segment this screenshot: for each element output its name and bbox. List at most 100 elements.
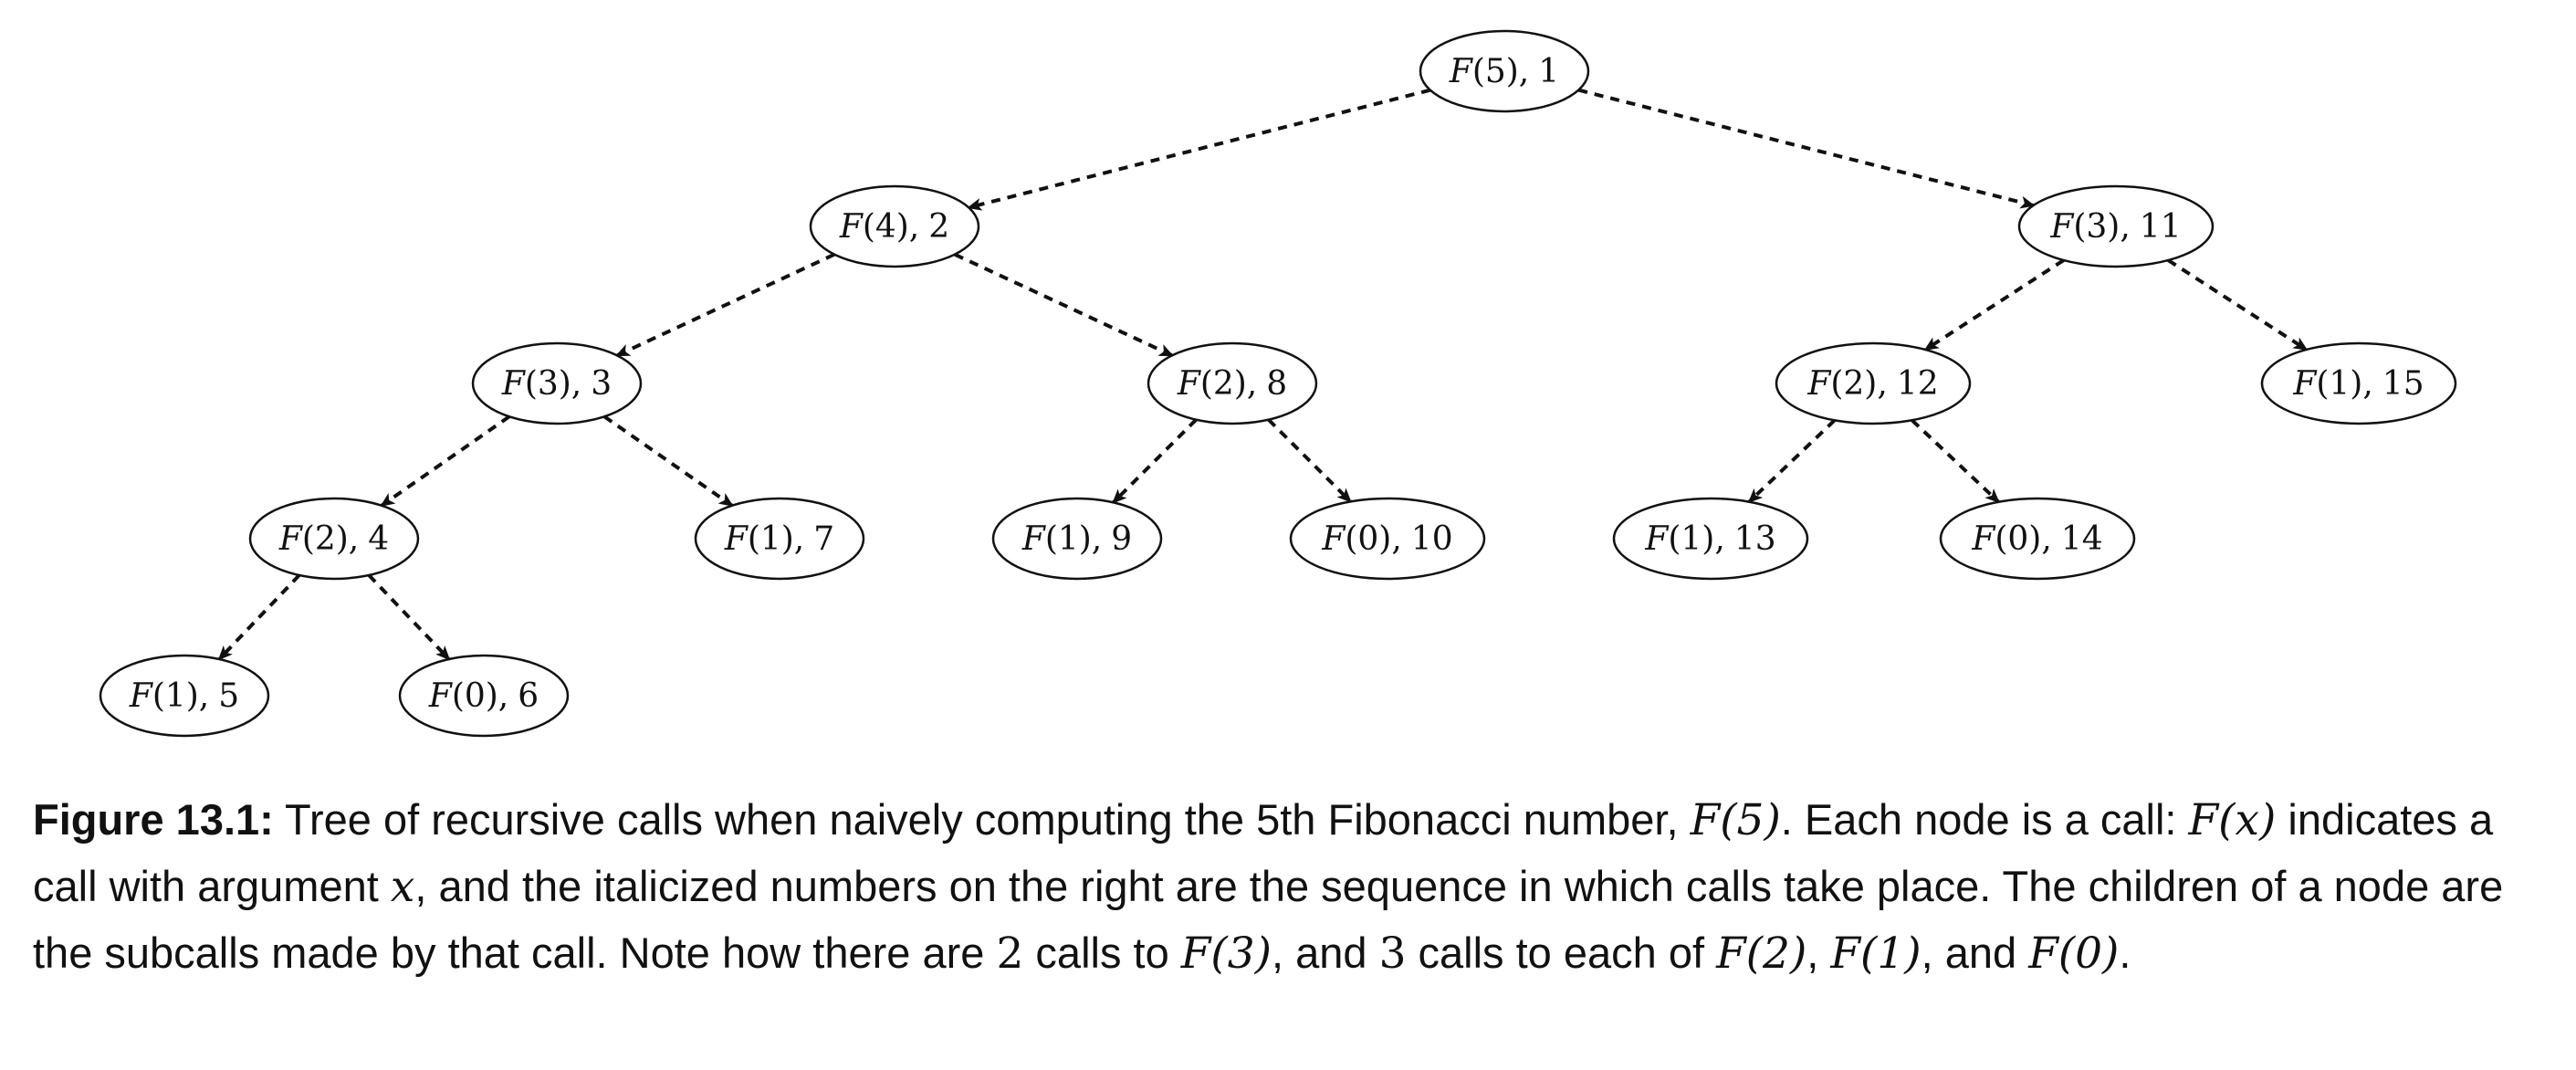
- tree-edge-n4-n6: [367, 573, 451, 661]
- node-ellipse: [809, 184, 980, 268]
- node-argument: (0),: [1345, 520, 1401, 558]
- node-call-order: 2: [928, 208, 949, 246]
- node-argument: (1),: [152, 677, 209, 715]
- node-ellipse: [694, 497, 865, 581]
- tree-node: F(2), 12: [1775, 341, 1972, 425]
- caption-math: 2: [996, 928, 1024, 979]
- tree-node: F(4),2: [809, 184, 980, 268]
- node-call-order: 14: [2061, 520, 2103, 558]
- caption-text: .: [2119, 928, 2131, 977]
- node-function-name: F: [1449, 53, 1474, 90]
- node-call-order: 3: [591, 365, 612, 403]
- tree-edge-n2-n3: [615, 252, 835, 358]
- node-label: F(3),3: [501, 365, 612, 403]
- node-argument: (3),: [525, 365, 581, 403]
- node-call-order: 8: [1266, 365, 1287, 403]
- tree-node: F(1),9: [991, 497, 1163, 581]
- caption-math: F(2): [1716, 928, 1807, 979]
- tree-edge-n4-n5: [217, 573, 301, 661]
- node-ellipse: [991, 497, 1163, 581]
- node-function-name: F: [1806, 365, 1832, 403]
- tree-node: F(3),3: [471, 341, 643, 425]
- tree-edge-n11-n15: [2167, 258, 2309, 351]
- node-ellipse: [2017, 184, 2215, 268]
- node-call-order: 4: [368, 520, 389, 558]
- node-function-name: F: [278, 520, 304, 558]
- node-call-order: 15: [2382, 365, 2424, 403]
- tree-edge-n11-n12: [1923, 258, 2065, 351]
- node-ellipse: [1775, 341, 1972, 425]
- caption-math: 3: [1378, 928, 1407, 979]
- node-function-name: F: [428, 677, 454, 715]
- tree-edge-n3-n7: [602, 414, 734, 508]
- node-call-order: 10: [1411, 520, 1453, 558]
- tree-node: F(3),11: [2017, 184, 2215, 268]
- node-call-order: 11: [2140, 208, 2182, 246]
- node-ellipse: [248, 497, 420, 581]
- node-function-name: F: [839, 208, 864, 246]
- node-call-order: 5: [218, 677, 239, 715]
- node-argument: (4),: [863, 208, 919, 246]
- caption-text: calls to: [1023, 928, 1181, 977]
- tree-edge-n8-n9: [1112, 418, 1198, 504]
- node-label: F(0), 10: [1321, 520, 1452, 558]
- node-label: F(2),4: [278, 520, 389, 558]
- node-argument: (1),: [2316, 365, 2372, 403]
- node-label: F(0),14: [1971, 520, 2102, 558]
- node-label: F(5),1: [1449, 53, 1559, 90]
- node-function-name: F: [2292, 365, 2318, 403]
- tree-node: F(2),4: [248, 497, 420, 581]
- node-call-order: 7: [813, 520, 834, 558]
- node-label: F(1),9: [1021, 520, 1132, 558]
- node-label: F(3),11: [2049, 208, 2181, 246]
- tree-edge-n3-n4: [380, 414, 511, 508]
- node-function-name: F: [129, 677, 154, 715]
- node-label: F(0), 6: [428, 677, 539, 715]
- tree-node: F(0),14: [1939, 497, 2136, 581]
- node-ellipse: [2260, 341, 2457, 425]
- node-argument: (1),: [1668, 520, 1724, 558]
- node-ellipse: [1612, 497, 1809, 581]
- node-label: F(1),5: [129, 677, 239, 715]
- tree-node: F(2),8: [1147, 341, 1318, 425]
- node-call-order: 9: [1111, 520, 1132, 558]
- caption-figure-number: Figure 13.1:: [33, 795, 274, 844]
- tree-edge-n1-n11: [1577, 88, 2036, 209]
- caption-math: F(1): [1830, 928, 1922, 979]
- node-ellipse: [1289, 497, 1486, 581]
- caption-math: F(0): [2028, 928, 2120, 979]
- node-argument: (2),: [302, 520, 359, 558]
- node-label: F(1),13: [1644, 520, 1775, 558]
- caption-text: Tree of recursive calls when naively com…: [273, 795, 1691, 844]
- node-ellipse: [1939, 497, 2136, 581]
- node-argument: (3),: [2073, 208, 2130, 246]
- node-argument: (2),: [1830, 365, 1887, 403]
- node-ellipse: [471, 341, 643, 425]
- caption-text: . Each node is a call:: [1780, 795, 2189, 844]
- caption-text: , and the italicized numbers on the righ…: [33, 862, 2504, 977]
- tree-edge-n8-n10: [1267, 418, 1352, 503]
- node-function-name: F: [1321, 520, 1346, 558]
- tree-edge-n12-n14: [1911, 418, 2000, 504]
- tree-edges: [217, 88, 2309, 661]
- caption-math: F(5): [1690, 795, 1781, 845]
- node-argument: (2),: [1200, 365, 1257, 403]
- node-call-order: 13: [1734, 520, 1776, 558]
- node-argument: (5),: [1472, 53, 1529, 90]
- caption-math: F(x): [2188, 795, 2277, 845]
- caption-text: ,: [1806, 928, 1831, 977]
- caption-text: , and: [1271, 928, 1379, 977]
- tree-edge-n1-n2: [967, 88, 1431, 211]
- node-call-order: 1: [1538, 53, 1559, 90]
- node-function-name: F: [1177, 365, 1202, 403]
- node-function-name: F: [724, 520, 749, 558]
- caption-math: F(3): [1180, 928, 1272, 979]
- tree-node: F(1),5: [99, 654, 270, 738]
- node-call-order: 12: [1897, 365, 1939, 403]
- node-label: F(4),2: [839, 208, 949, 246]
- node-argument: (0),: [452, 677, 508, 715]
- node-call-order: 6: [518, 677, 539, 715]
- tree-node: F(1), 15: [2260, 341, 2457, 425]
- node-ellipse: [398, 654, 570, 738]
